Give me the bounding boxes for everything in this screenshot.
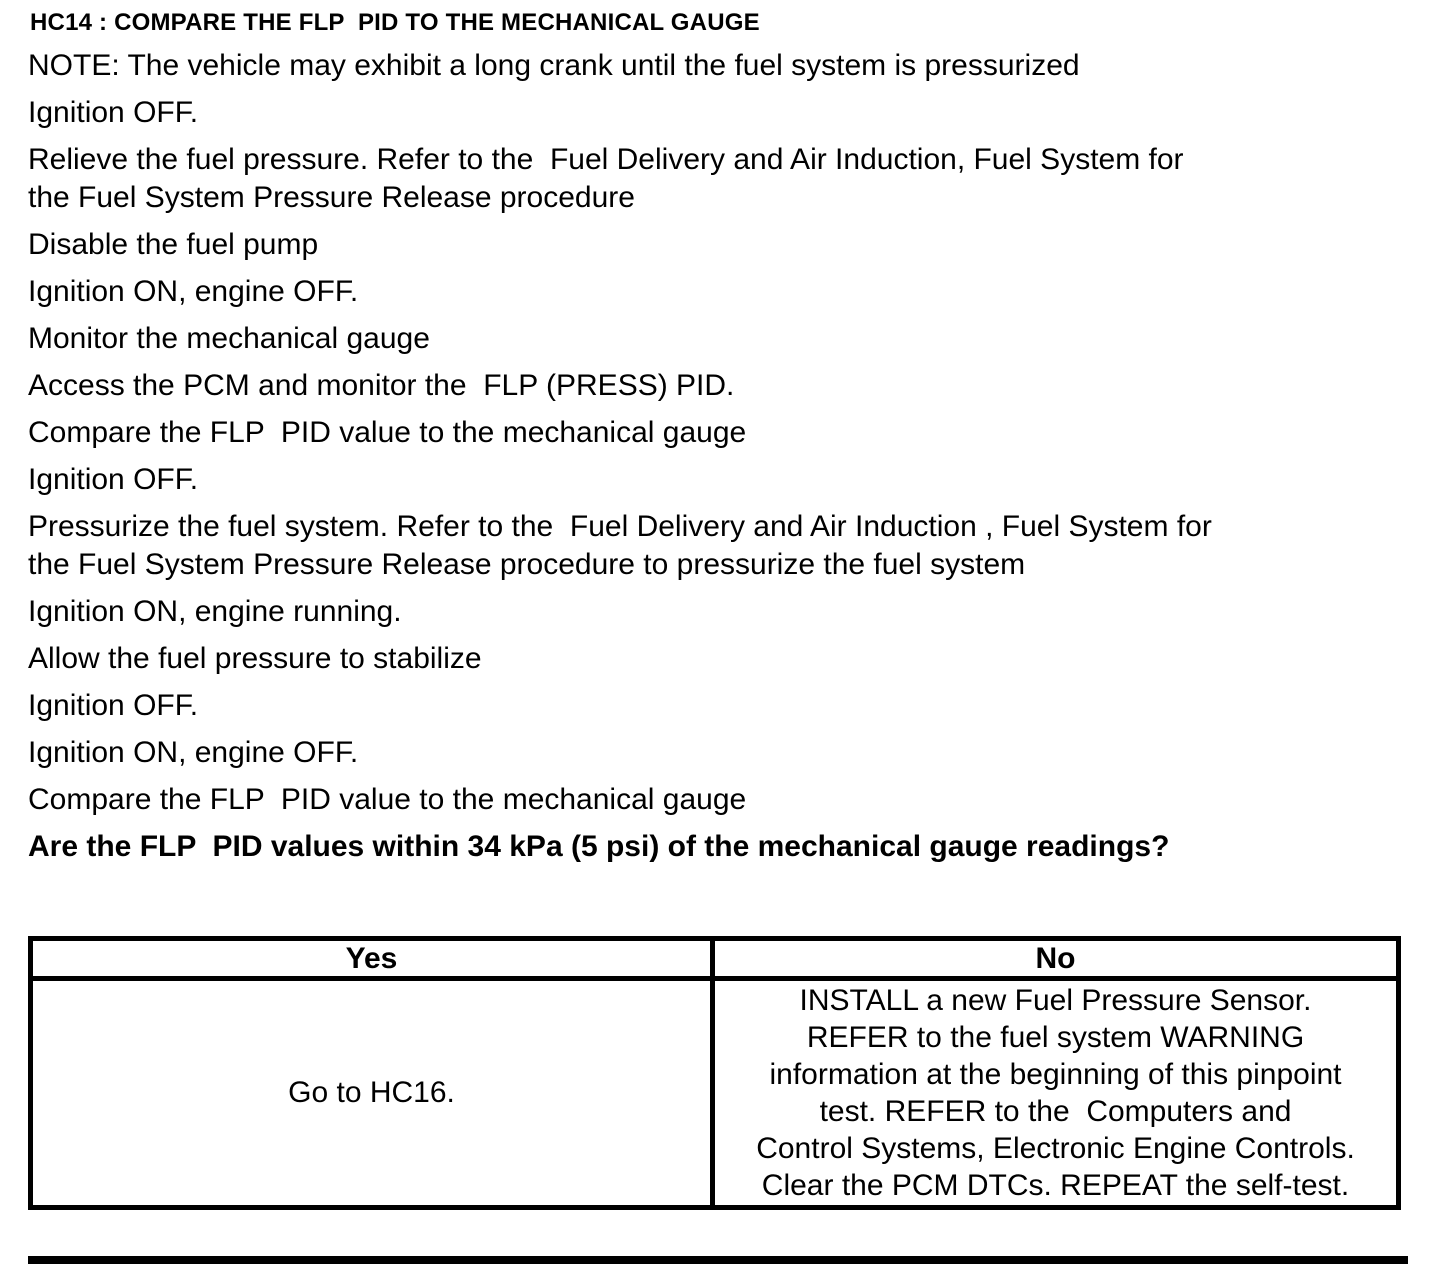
decision-table: Yes No Go to HC16. INSTALL a new Fuel Pr…	[28, 936, 1401, 1210]
procedure-step: Compare the FLP PID value to the mechani…	[28, 416, 747, 449]
procedure-step: Ignition OFF.	[28, 463, 199, 496]
procedure-step: Compare the FLP PID value to the mechani…	[28, 783, 747, 816]
procedure-step: Allow the fuel pressure to stabilize	[28, 642, 482, 675]
procedure-step: Access the PCM and monitor the FLP (PRES…	[28, 369, 735, 402]
procedure-step: Ignition OFF.	[28, 96, 199, 129]
procedure-step: Pressurize the fuel system. Refer to the…	[28, 510, 1212, 581]
yes-column-header: Yes	[28, 936, 715, 981]
procedure-step: Ignition OFF.	[28, 689, 199, 722]
decision-table-body-row: Go to HC16. INSTALL a new Fuel Pressure …	[28, 976, 1401, 1210]
yes-action-cell: Go to HC16.	[28, 976, 715, 1210]
procedure-step: Ignition ON, engine OFF.	[28, 275, 359, 308]
page-title: HC14 : COMPARE THE FLP PID TO THE MECHAN…	[30, 9, 760, 36]
procedure-step: Relieve the fuel pressure. Refer to the …	[28, 143, 1184, 214]
procedure-step: Ignition ON, engine OFF.	[28, 736, 359, 769]
procedure-step: Ignition ON, engine running.	[28, 595, 402, 628]
decision-question: Are the FLP PID values within 34 kPa (5 …	[28, 830, 1170, 863]
bottom-divider-rule	[28, 1256, 1408, 1264]
no-action-cell: INSTALL a new Fuel Pressure Sensor. REFE…	[710, 976, 1401, 1210]
procedure-step-note: NOTE: The vehicle may exhibit a long cra…	[28, 49, 1080, 82]
no-column-header: No	[710, 936, 1401, 981]
procedure-step: Disable the fuel pump	[28, 228, 319, 261]
procedure-step: Monitor the mechanical gauge	[28, 322, 430, 355]
decision-table-header-row: Yes No	[28, 936, 1401, 981]
